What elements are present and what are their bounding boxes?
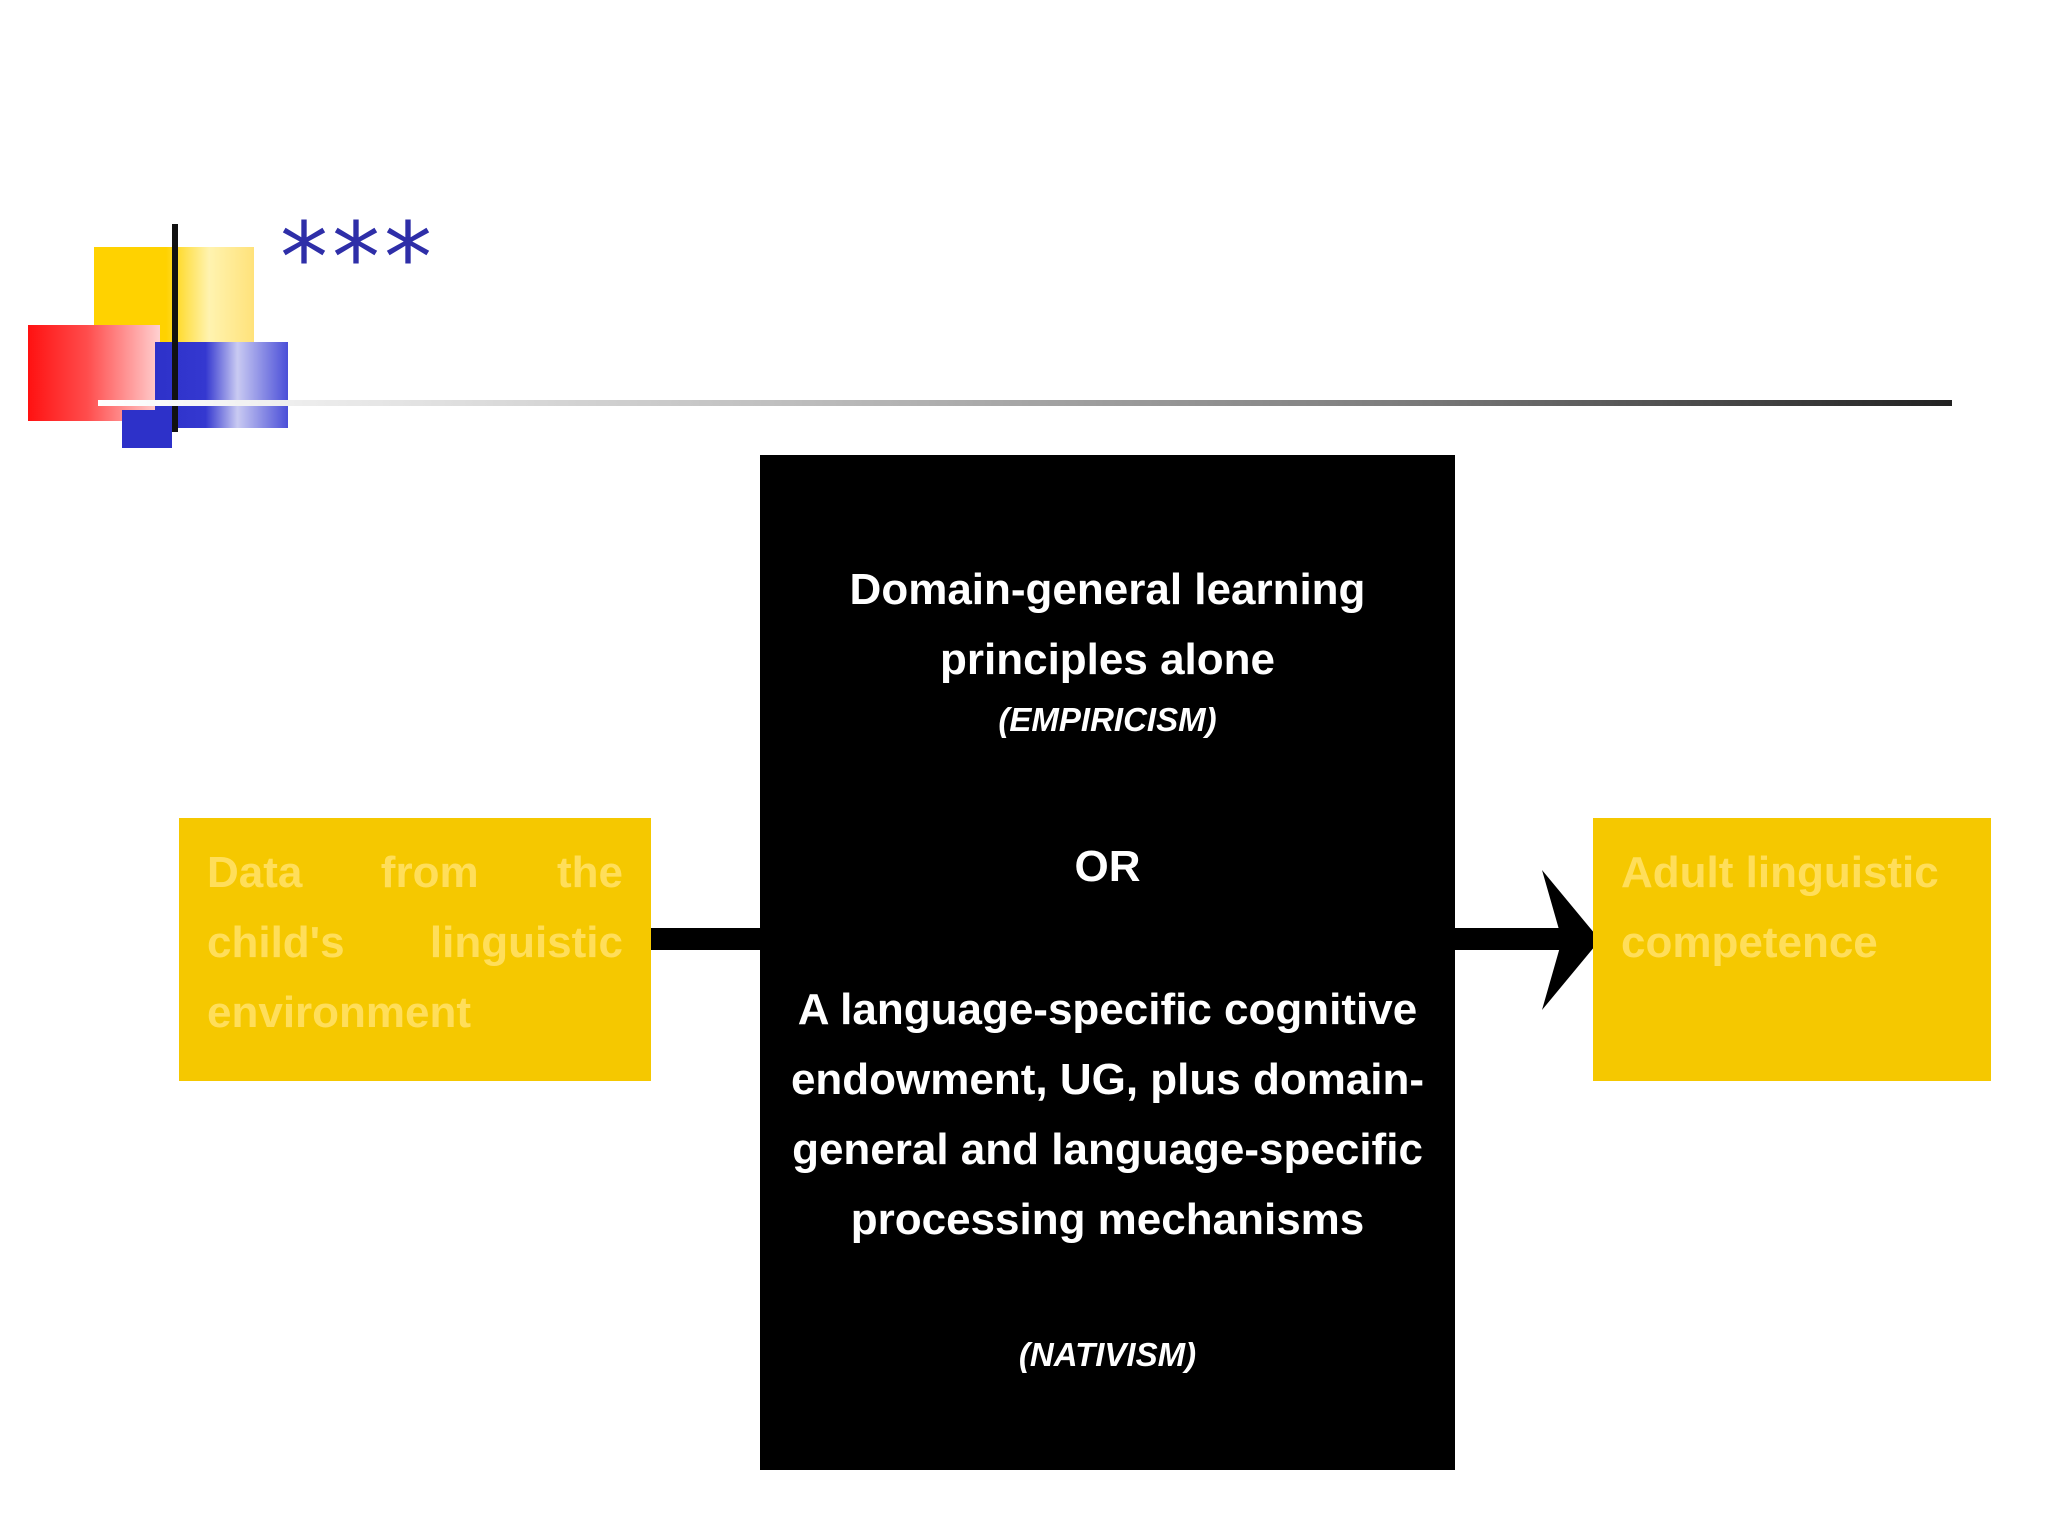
slide-title: *** bbox=[280, 202, 436, 314]
title-underline bbox=[98, 400, 1952, 406]
or-text: OR bbox=[1074, 842, 1141, 891]
empiricism-label: (EMPIRICISM) bbox=[998, 701, 1217, 738]
input-box: Data from the child's linguistic environ… bbox=[179, 818, 651, 1081]
decor-square-blue-tab bbox=[122, 410, 172, 448]
arrow-head-icon bbox=[1542, 870, 1600, 1010]
nativism-label: (NATIVISM) bbox=[1018, 1336, 1197, 1373]
mechanism-box: Domain-general learning principles alone… bbox=[760, 455, 1455, 1470]
connector-line-right bbox=[1455, 928, 1575, 950]
input-box-text: Data from the child's linguistic environ… bbox=[207, 848, 623, 1037]
output-box-text: Adult linguistic competence bbox=[1621, 848, 1939, 967]
decor-square-red bbox=[28, 325, 160, 421]
empiricism-text: Domain-general learning principles alone bbox=[849, 565, 1366, 684]
connector-line-left bbox=[651, 928, 760, 950]
output-box: Adult linguistic competence bbox=[1593, 818, 1991, 1081]
nativism-text: A language-specific cognitive endowment,… bbox=[790, 985, 1425, 1244]
decor-vertical-bar bbox=[172, 224, 178, 432]
